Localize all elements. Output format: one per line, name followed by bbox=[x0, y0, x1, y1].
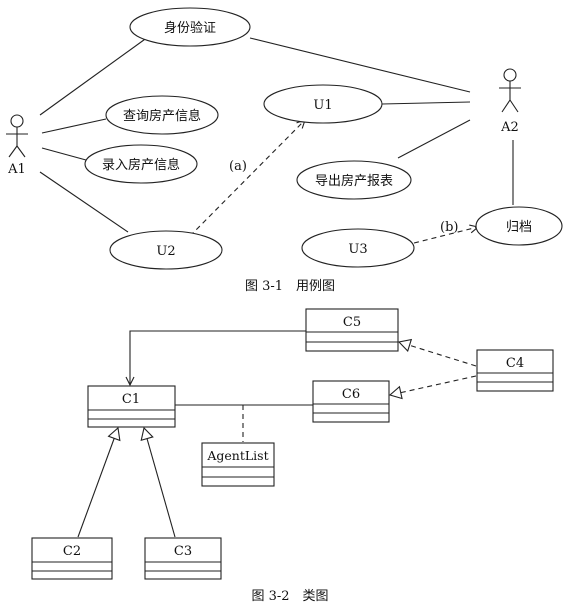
actor-a1-label: A1 bbox=[7, 162, 26, 177]
assoc-a1-u2 bbox=[39, 171, 129, 233]
class-c6-label: C6 bbox=[342, 387, 360, 402]
class-caption: 图 3-2 类图 bbox=[251, 589, 328, 604]
assoc-auth-a2 bbox=[249, 37, 471, 93]
actor-a1-leg-left bbox=[8, 145, 18, 158]
actor-a2: A2 bbox=[499, 68, 521, 135]
usecase-u3-label: U3 bbox=[348, 242, 367, 257]
actor-a2-head bbox=[503, 68, 517, 82]
dependency-u2-u1 bbox=[189, 120, 305, 237]
usecase-entry: 录入房产信息 bbox=[84, 144, 198, 184]
actor-a2-leg-right bbox=[509, 99, 519, 113]
usecase-u3: U3 bbox=[301, 228, 415, 268]
actor-a1-leg-right bbox=[16, 145, 26, 158]
assoc-a1-entry bbox=[41, 147, 87, 161]
usecase-auth: 身份验证 bbox=[129, 7, 251, 47]
assoc-a1-auth bbox=[39, 36, 149, 116]
usecase-query: 查询房产信息 bbox=[105, 95, 219, 135]
association-c5-c1 bbox=[130, 330, 306, 385]
generalization-c2-c1 bbox=[77, 426, 121, 538]
class-c5: C5 bbox=[305, 308, 399, 352]
usecase-entry-label: 录入房产信息 bbox=[102, 157, 180, 173]
class-c1: C1 bbox=[87, 385, 176, 428]
realization-c4-c6 bbox=[388, 375, 477, 400]
usecase-u1-label: U1 bbox=[313, 98, 332, 113]
class-c3-label: C3 bbox=[174, 544, 192, 559]
relation-label-b: (b) bbox=[440, 220, 458, 235]
assoc-u1-a2 bbox=[381, 101, 471, 105]
usecase-u1: U1 bbox=[263, 84, 383, 124]
class-diagram: C1 C2 C3 C4 C5 bbox=[31, 308, 554, 604]
realization-c4-c5 bbox=[397, 338, 477, 367]
assoc-export-a2 bbox=[397, 119, 471, 159]
dependency-u3-archive bbox=[413, 227, 478, 244]
class-c1-label: C1 bbox=[122, 392, 140, 407]
class-c2: C2 bbox=[31, 537, 113, 580]
actor-a1: A1 bbox=[6, 114, 28, 177]
actor-a2-label: A2 bbox=[500, 120, 519, 135]
usecase-u2: U2 bbox=[109, 230, 223, 270]
usecase-query-label: 查询房产信息 bbox=[123, 108, 201, 124]
usecase-u2-label: U2 bbox=[156, 244, 175, 259]
usecase-archive: 归档 bbox=[475, 206, 563, 246]
class-c4: C4 bbox=[476, 349, 554, 392]
class-c2-label: C2 bbox=[63, 544, 81, 559]
usecase-archive-label: 归档 bbox=[506, 220, 532, 235]
class-agentlist-label: AgentList bbox=[206, 448, 268, 463]
actor-a2-leg-left bbox=[501, 99, 511, 113]
assoc-a1-query bbox=[41, 118, 107, 134]
relation-label-a: (a) bbox=[229, 159, 247, 174]
actor-a1-head bbox=[10, 114, 24, 128]
generalization-c3-c1 bbox=[140, 426, 176, 538]
usecase-caption: 图 3-1 用例图 bbox=[245, 279, 335, 294]
usecase-auth-label: 身份验证 bbox=[164, 20, 216, 36]
class-c5-label: C5 bbox=[343, 315, 361, 330]
class-c6: C6 bbox=[312, 380, 390, 423]
usecase-export-label: 导出房产报表 bbox=[315, 173, 393, 189]
class-c3: C3 bbox=[144, 537, 222, 580]
usecase-diagram: (a) (b) A1 A2 身份验证 查询房产信息 bbox=[6, 7, 563, 294]
class-c4-label: C4 bbox=[506, 356, 524, 371]
class-agentlist: AgentList bbox=[201, 442, 275, 487]
usecase-export: 导出房产报表 bbox=[296, 160, 412, 200]
